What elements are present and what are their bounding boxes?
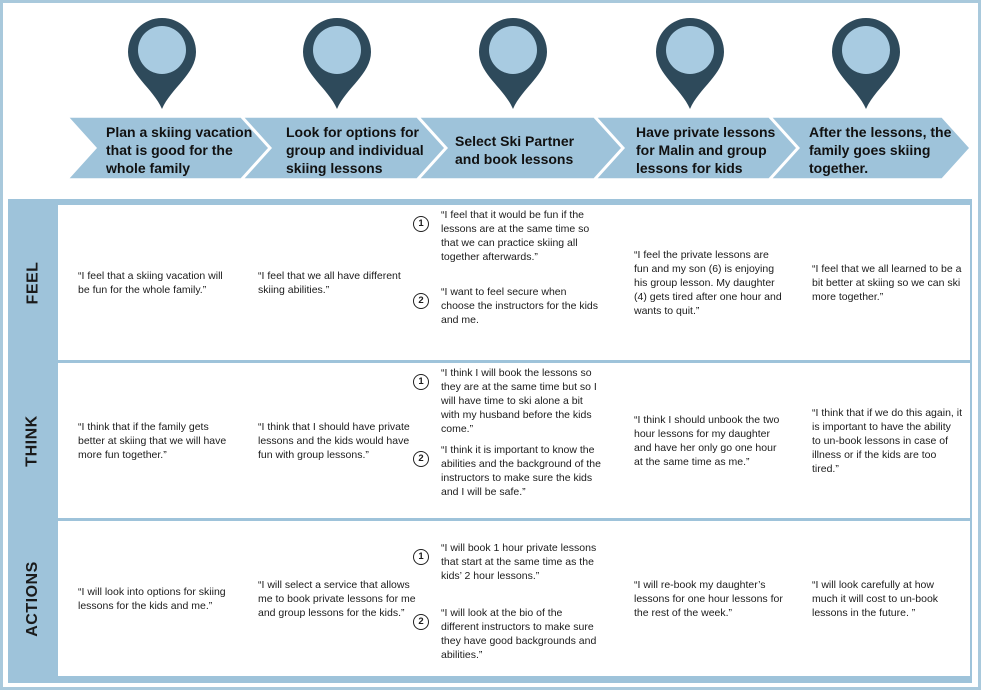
step-number-badge: 2	[413, 293, 429, 309]
stage-label: Look for options for group and individua…	[286, 124, 424, 176]
quote-text: “I think that if we do this again, it is…	[812, 406, 962, 475]
row-label-text: FEEL	[23, 261, 41, 304]
stage-label: After the lessons, the family goes skiin…	[809, 124, 952, 176]
quote-cell: “I think that I should have private less…	[258, 363, 418, 518]
row-label-feel: FEEL	[8, 205, 58, 360]
stage-label: Plan a skiing vacation that is good for …	[106, 124, 253, 176]
quote-cell: “I think that if the family gets better …	[78, 363, 228, 518]
map-pin-icon	[298, 12, 376, 110]
quote-cell: “I think I should unbook the two hour le…	[634, 363, 784, 518]
map-pin-icon	[474, 12, 552, 110]
map-pin-icon	[651, 12, 729, 110]
quote-text: “I think that I should have private less…	[258, 420, 410, 461]
numbered-quote-text: “I will book 1 hour private lessons that…	[441, 542, 597, 582]
quote-text: “I will re-book my daughter’s lessons fo…	[634, 578, 783, 619]
quote-cell: “I feel that we all have different skiin…	[258, 205, 418, 360]
stage-label: Have private lessons for Malin and group…	[636, 124, 776, 176]
quote-cell: “I will look into options for skiing les…	[78, 521, 228, 676]
quote-text: “I will select a service that allows me …	[258, 578, 416, 619]
quote-text: “I think I should unbook the two hour le…	[634, 413, 780, 468]
map-pin-icon	[827, 12, 905, 110]
quote-cell: “I will re-book my daughter’s lessons fo…	[634, 521, 784, 676]
map-pin-icon	[123, 12, 201, 110]
quote-cell: “I feel the private lessons are fun and …	[634, 205, 784, 360]
row-panel	[58, 205, 970, 360]
step-number-badge: 1	[413, 374, 429, 390]
row-label-actions: ACTIONS	[8, 521, 58, 676]
numbered-quote-text: “I feel that it would be fun if the less…	[441, 209, 590, 263]
numbered-quote-text: “I think it is important to know the abi…	[441, 444, 601, 498]
quote-cell: “I feel that we all learned to be a bit …	[812, 205, 962, 360]
row-panel	[58, 521, 970, 676]
quote-cell: “I will select a service that allows me …	[258, 521, 418, 676]
quote-cell: “I feel that a skiing vacation will be f…	[78, 205, 228, 360]
quote-text: “I feel that we all learned to be a bit …	[812, 262, 962, 303]
quote-cell: “I think that if we do this again, it is…	[812, 363, 962, 518]
row-label-text: THINK	[24, 414, 42, 467]
row-panel	[58, 363, 970, 518]
quote-text: “I feel the private lessons are fun and …	[634, 248, 782, 317]
step-number-badge: 2	[413, 451, 429, 467]
row-label-think: THINK	[8, 363, 58, 518]
quote-text: “I feel that we all have different skiin…	[258, 269, 401, 296]
quote-cell: “I will look carefully at how much it wi…	[812, 521, 962, 676]
row-label-text: ACTIONS	[24, 560, 41, 637]
numbered-quote-text: “I want to feel secure when choose the i…	[441, 286, 598, 326]
stage-label: Select Ski Partner and book lessons	[455, 133, 575, 167]
quote-text: “I will look into options for skiing les…	[78, 585, 226, 612]
step-number-badge: 1	[413, 216, 429, 232]
numbered-quote-text: “I think I will book the lessons so they…	[441, 367, 597, 435]
quote-text: “I will look carefully at how much it wi…	[812, 578, 939, 619]
quote-text: “I feel that a skiing vacation will be f…	[78, 269, 223, 296]
numbered-quote-text: “I will look at the bio of the different…	[441, 607, 597, 661]
quote-text: “I think that if the family gets better …	[78, 420, 227, 461]
step-number-badge: 2	[413, 614, 429, 630]
step-number-badge: 1	[413, 549, 429, 565]
